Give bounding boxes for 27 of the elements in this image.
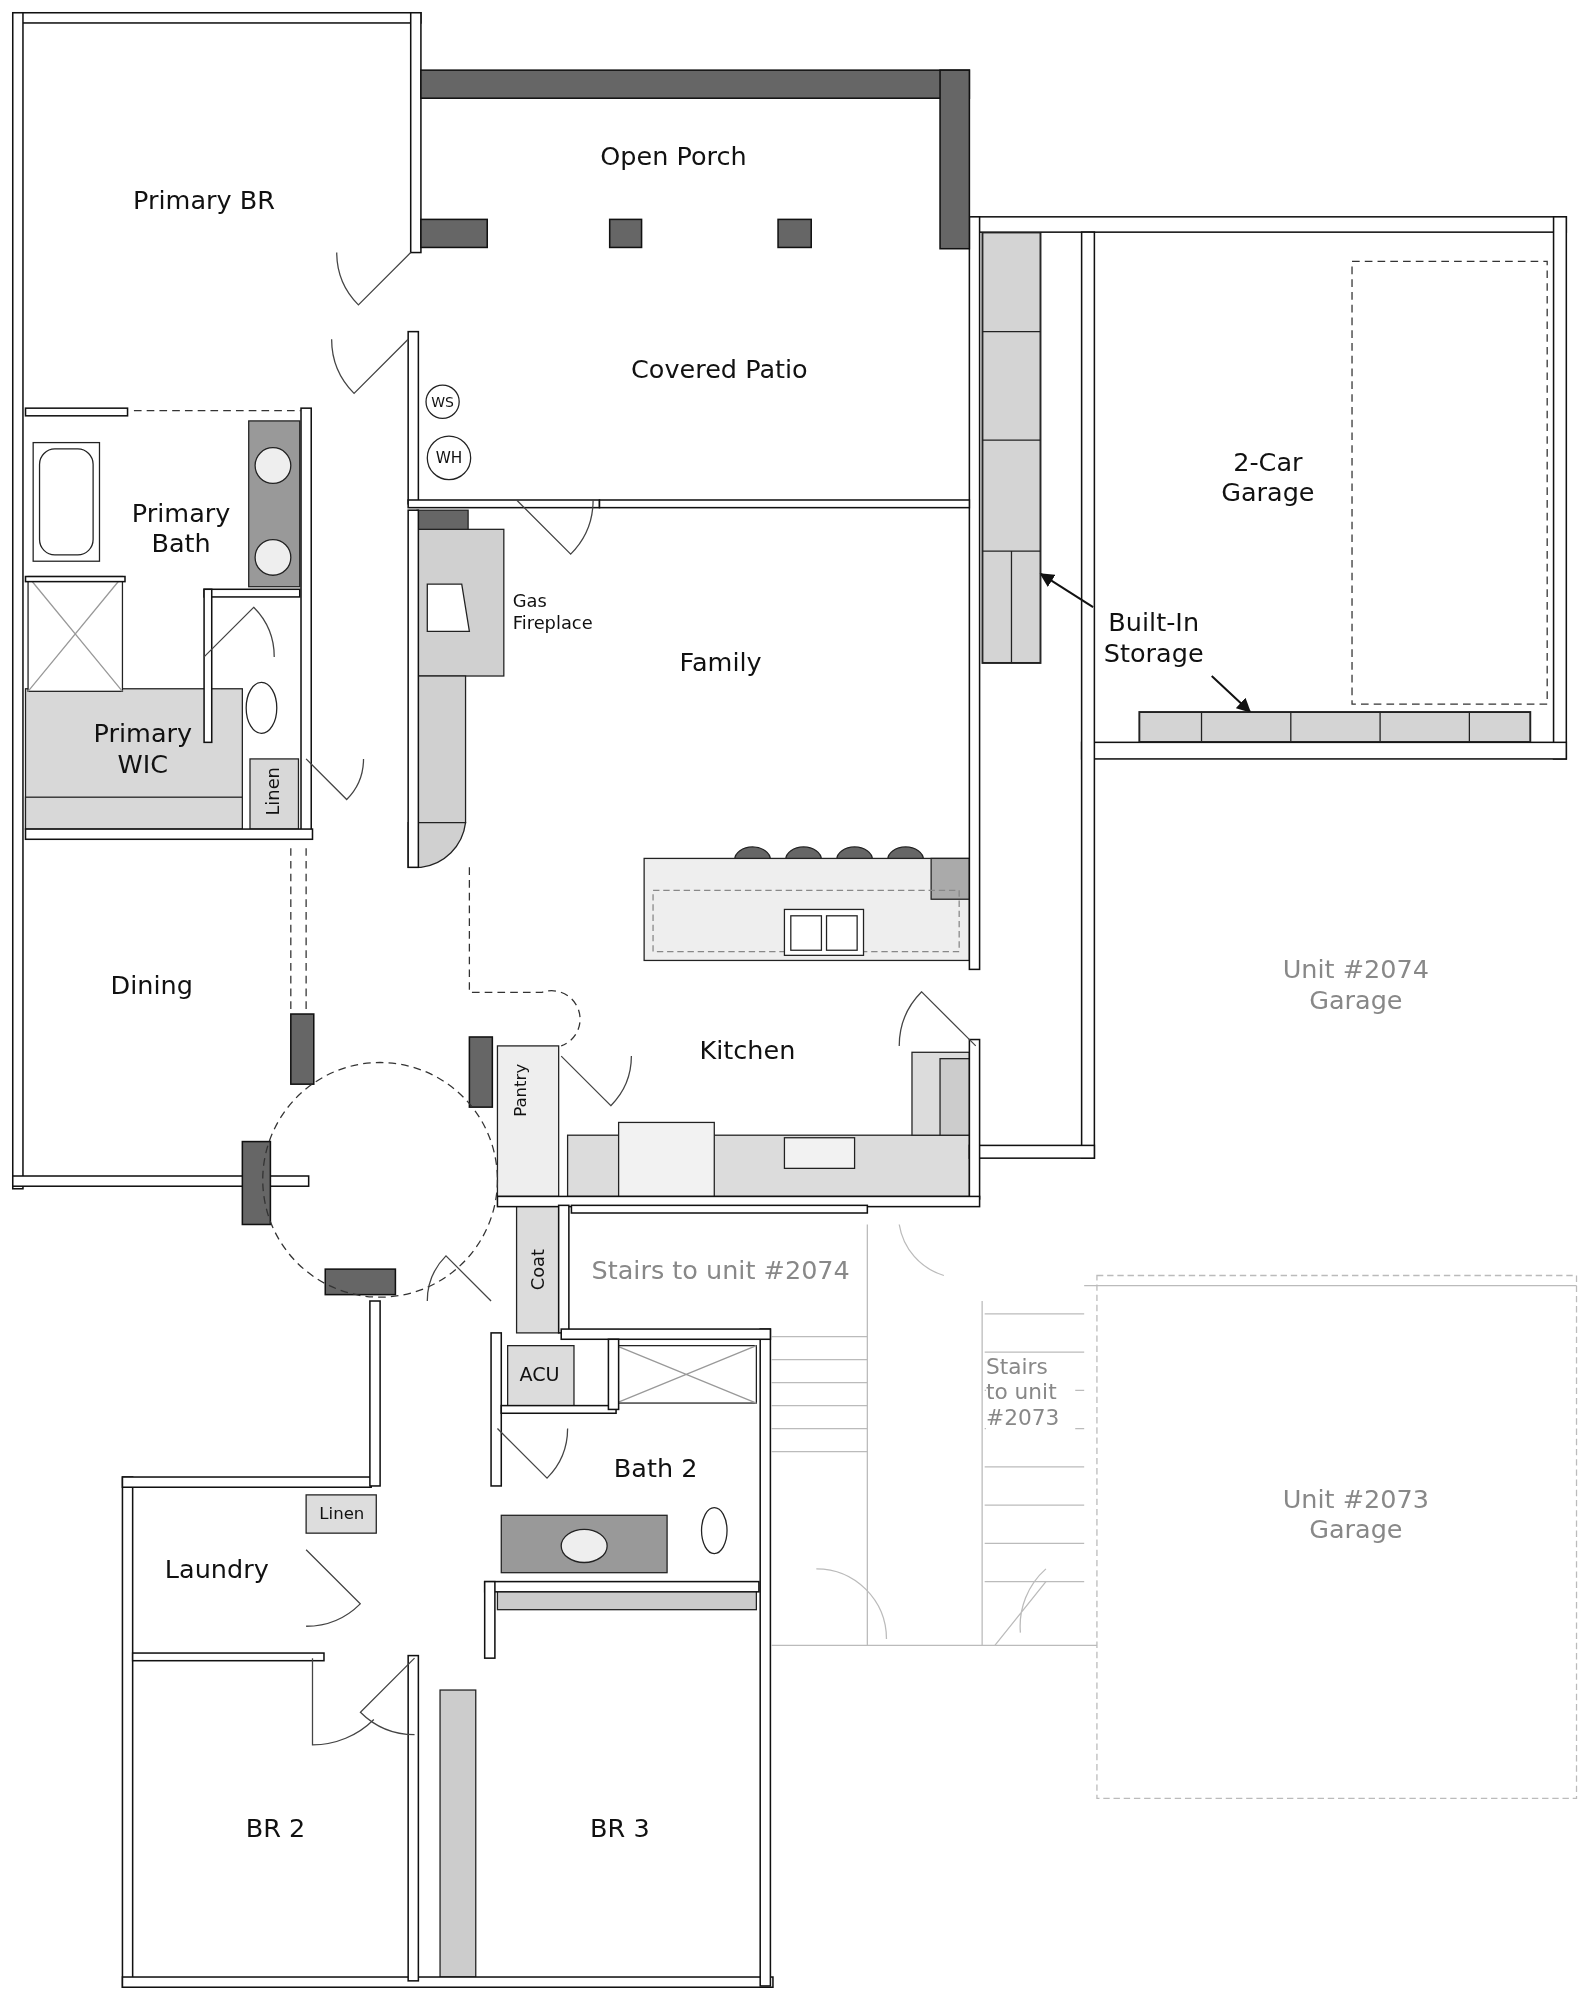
room-label: Open Porch (599, 140, 748, 171)
room-label: BR 2 (244, 1812, 307, 1844)
room-label: BR 3 (589, 1812, 651, 1844)
closet-label: Pantry (510, 1062, 531, 1119)
room-label: Unit #2074 Garage (1281, 954, 1430, 1016)
fixture-label: WS (430, 393, 455, 411)
room-label: Kitchen (698, 1034, 797, 1066)
storage-label: Built-In Storage (1102, 607, 1205, 669)
room-label: Primary WIC (92, 718, 194, 780)
stairs-label: Stairs to unit #2074 (590, 1255, 851, 1286)
room-label: 2-Car Garage (1220, 446, 1316, 508)
room-label: Unit #2073 Garage (1281, 1483, 1430, 1545)
room-label: Dining (109, 969, 194, 1000)
leader-arrow (1211, 675, 1252, 713)
closet-label: Linen (262, 765, 284, 817)
leader-arrow (1039, 573, 1094, 608)
room-label: Family (678, 646, 763, 678)
closet-label: Coat (527, 1247, 549, 1292)
room-label: Bath 2 (612, 1452, 699, 1484)
room-label: Covered Patio (630, 353, 809, 384)
fixture-label: WH (434, 449, 464, 468)
equipment-label: ACU (518, 1363, 561, 1387)
room-label: Primary Bath (130, 497, 232, 559)
closet-label: Linen (318, 1503, 366, 1524)
fixture-label: Gas Fireplace (512, 590, 594, 634)
room-label: Primary BR (132, 184, 277, 216)
room-label: Laundry (163, 1553, 270, 1585)
